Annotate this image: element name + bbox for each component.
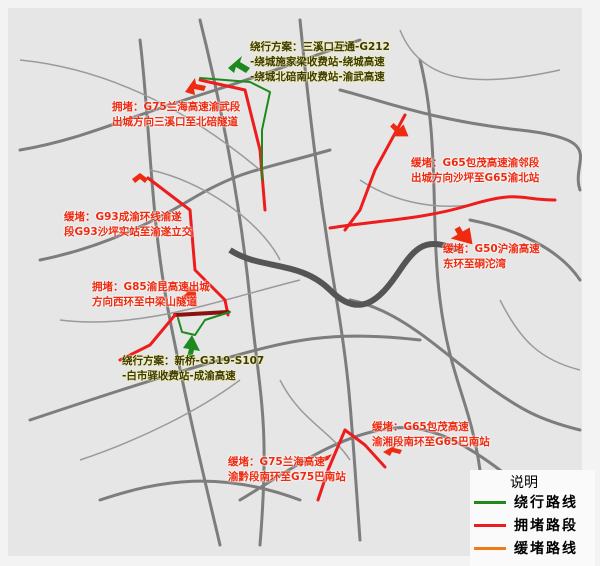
annotation-line: 绕行方案：三溪口互通-G212 [250, 41, 390, 53]
slow-route-g50 [328, 195, 557, 230]
annotation-line: 缓堵：G65包茂高速 [372, 421, 469, 433]
slow-route-g85-west [118, 313, 177, 362]
annotation-line: 绕行方案：新桥-G319-S107 [122, 355, 265, 367]
arrow-icon [390, 122, 409, 137]
annotation-detour-south: 绕行方案：新桥-G319-S107 -白市驿收费站-成渝高速 [122, 354, 264, 384]
annotation-line: 出城方向三溪口至北碚隧道 [112, 116, 238, 128]
annotation-line: 拥堵：G85渝昆高速出城 [92, 281, 210, 293]
annotation-line: 方向西环至中梁山隧道 [92, 296, 197, 308]
legend-swatch [474, 500, 506, 504]
legend-swatch [474, 523, 506, 527]
river [228, 241, 461, 308]
annotation-g50: 缓堵：G50沪渝高速 东环至硐沱湾 [443, 242, 540, 272]
arrow-icon [228, 56, 250, 73]
annotation-g85: 拥堵：G85渝昆高速出城 方向西环至中梁山隧道 [92, 280, 210, 310]
congested-route-g85 [173, 310, 230, 317]
minor-roads [19, 29, 581, 461]
legend-swatch [474, 546, 506, 550]
arrow-icon [183, 335, 200, 358]
slow-route-g65-south [343, 428, 387, 469]
detour-route-south [177, 311, 231, 336]
legend-title: 说明 [510, 475, 538, 491]
annotation-line: 缓堵：G75兰海高速 [228, 456, 325, 468]
arrow-icon [316, 454, 332, 464]
slow-route-g75-south [316, 428, 347, 502]
annotation-line: 缓堵：G93成渝环线渝遂 [64, 211, 182, 223]
annotation-line: 缓堵：G65包茂高速渝邻段 [411, 157, 540, 169]
annotation-line: -绕城北碚南收费站-渝武高速 [250, 71, 385, 83]
annotation-g75-south: 缓堵：G75兰海高速 渝黔段南环至G75巴南站 [228, 455, 346, 485]
slow-route-g93 [146, 176, 230, 317]
legend-label: 绕行路线 [514, 495, 578, 511]
detour-route-north [199, 77, 271, 181]
annotation-line: 出城方向沙坪至G65渝北站 [411, 172, 540, 184]
annotation-line: -绕城施家梁收费站-绕城高速 [250, 56, 385, 68]
map-legend: 说明 绕行路线 拥堵路段 缓堵路线 [470, 470, 595, 566]
legend-label: 缓堵路线 [514, 541, 578, 557]
annotation-line: 段G93沙坪实站至渝遂立交 [64, 226, 193, 238]
legend-item-congested: 拥堵路段 [474, 515, 578, 535]
annotation-g75-north: 拥堵：G75兰海高速渝武段 出城方向三溪口至北碚隧道 [112, 100, 240, 130]
arrow-icon [185, 78, 206, 95]
arrow-icon [181, 283, 197, 305]
legend-item-slow: 缓堵路线 [474, 538, 578, 558]
annotation-g65-north: 缓堵：G65包茂高速渝邻段 出城方向沙坪至G65渝北站 [411, 156, 539, 186]
annotation-detour-north: 绕行方案：三溪口互通-G212 -绕城施家梁收费站-绕城高速 -绕城北碚南收费站… [250, 40, 390, 85]
annotation-line: -白市驿收费站-成渝高速 [122, 370, 236, 382]
arrow-icon [450, 226, 473, 245]
arrow-icon [132, 173, 148, 195]
arrow-icon [383, 444, 402, 456]
annotation-g65-south: 缓堵：G65包茂高速 渝湘段南环至G65巴南站 [372, 420, 490, 450]
annotation-g93: 缓堵：G93成渝环线渝遂 段G93沙坪实站至渝遂立交 [64, 210, 192, 240]
slow-route-g65-north [343, 113, 407, 232]
annotation-line: 东环至硐沱湾 [443, 258, 506, 270]
legend-label: 拥堵路段 [514, 518, 578, 534]
arrows [132, 56, 473, 464]
annotation-line: 渝黔段南环至G75巴南站 [228, 471, 346, 483]
annotation-line: 缓堵：G50沪渝高速 [443, 243, 540, 255]
map-background [8, 8, 582, 470]
annotation-line: 渝湘段南环至G65巴南站 [372, 436, 490, 448]
annotation-line: 拥堵：G75兰海高速渝武段 [112, 101, 241, 113]
legend-item-detour: 绕行路线 [474, 492, 578, 512]
